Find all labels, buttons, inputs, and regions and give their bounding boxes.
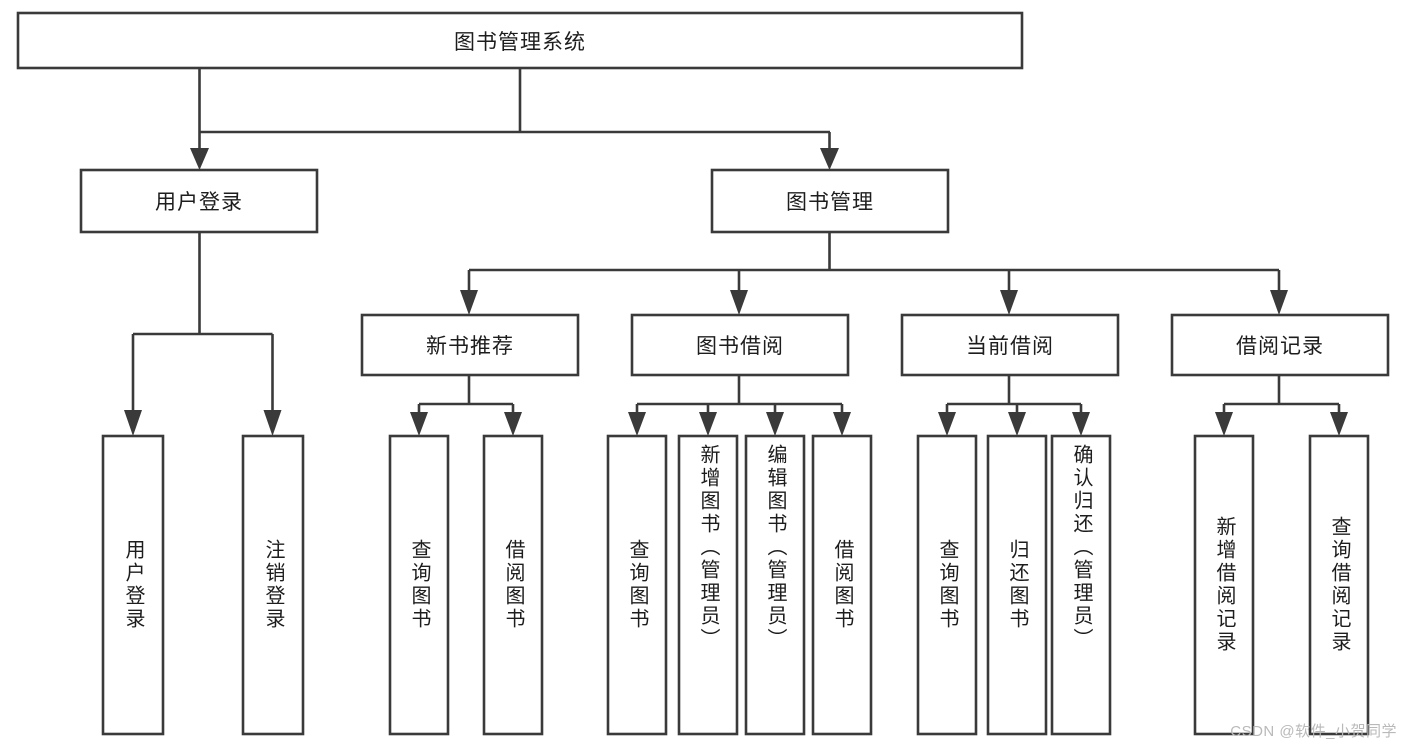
- leaf-box-current-borrow-1[interactable]: [916, 434, 978, 736]
- node-user-login[interactable]: [79, 168, 319, 234]
- node-new-book-recommend[interactable]: [360, 313, 580, 377]
- arrow-head-leaf-book-borrow-2: [699, 412, 717, 436]
- node-book-manage[interactable]: [710, 168, 950, 234]
- arrow-head-leaf-book-borrow-4: [833, 412, 851, 436]
- leaf-box-book-borrow-4[interactable]: [811, 434, 873, 736]
- leaf-box-book-borrow-1[interactable]: [606, 434, 668, 736]
- leaf-box-new-book-2[interactable]: [482, 434, 544, 736]
- leaf-box-book-borrow-2[interactable]: [677, 434, 739, 736]
- leaf-box-user-login-1[interactable]: [101, 434, 165, 736]
- arrow-head-leaf-current-borrow-3: [1072, 412, 1090, 436]
- arrow-head-leaf-user-login-2: [263, 410, 282, 436]
- node-borrow-record[interactable]: [1170, 313, 1390, 377]
- arrow-head-to-current-borrow: [1000, 290, 1018, 315]
- leaf-box-borrow-record-2[interactable]: [1308, 434, 1370, 736]
- arrow-head-to-book-manage: [820, 148, 839, 170]
- arrow-head-leaf-borrow-record-1: [1215, 412, 1233, 436]
- arrow-head-leaf-book-borrow-1: [628, 412, 646, 436]
- node-root[interactable]: [16, 11, 1024, 70]
- node-book-borrow[interactable]: [630, 313, 850, 377]
- leaf-box-book-borrow-3[interactable]: [744, 434, 806, 736]
- arrow-head-leaf-new-book-1: [410, 412, 428, 436]
- arrow-head-to-book-borrow: [730, 290, 748, 315]
- leaf-box-borrow-record-1[interactable]: [1193, 434, 1255, 736]
- arrow-head-leaf-book-borrow-3: [766, 412, 784, 436]
- leaf-box-user-login-2[interactable]: [241, 434, 305, 736]
- leaf-box-current-borrow-3[interactable]: [1050, 434, 1112, 736]
- arrow-head-leaf-current-borrow-2: [1008, 412, 1026, 436]
- arrow-head-leaf-new-book-2: [504, 412, 522, 436]
- arrow-head-leaf-current-borrow-1: [938, 412, 956, 436]
- leaf-box-new-book-1[interactable]: [388, 434, 450, 736]
- arrow-head-leaf-borrow-record-2: [1330, 412, 1348, 436]
- node-current-borrow[interactable]: [900, 313, 1120, 377]
- arrow-head-leaf-user-login-1: [124, 410, 142, 436]
- arrow-head-to-borrow-record: [1270, 290, 1288, 315]
- arrow-head-to-new-book: [460, 290, 478, 315]
- leaf-box-current-borrow-2[interactable]: [986, 434, 1048, 736]
- arrow-head-to-user-login: [190, 148, 209, 170]
